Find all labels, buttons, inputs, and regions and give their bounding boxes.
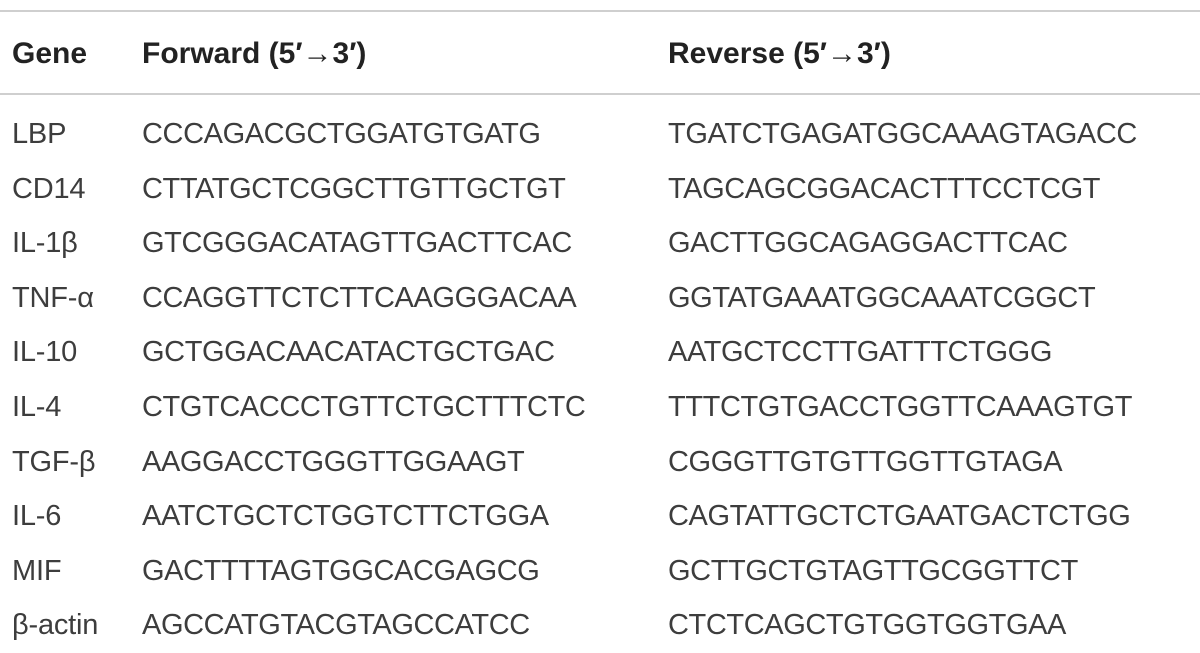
forward-primer-cell: AAGGACCTGGGTTGGAAGT <box>142 445 525 478</box>
forward-primer-cell: GACTTTTAGTGGCACGAGCG <box>142 554 540 587</box>
gene-cell: IL-1β <box>12 227 78 260</box>
table-row: CD14 CTTATGCTCGGCTTGTTGCTGT TAGCAGCGGACA… <box>0 162 1200 217</box>
forward-primer-cell: CCAGGTTCTCTTCAAGGGACAA <box>142 281 577 314</box>
forward-primer-cell: GCTGGACAACATACTGCTGAC <box>142 336 555 369</box>
table-top-rule <box>0 10 1200 12</box>
gene-cell: IL-4 <box>12 390 62 423</box>
gene-cell: IL-10 <box>12 336 78 369</box>
table-header-rule <box>0 93 1200 95</box>
reverse-primer-cell: GACTTGGCAGAGGACTTCAC <box>668 227 1068 260</box>
reverse-primer-cell: AATGCTCCTTGATTTCTGGG <box>668 336 1052 369</box>
table-row: β-actin AGCCATGTACGTAGCCATCC CTCTCAGCTGT… <box>0 598 1200 653</box>
table-row: TNF-α CCAGGTTCTCTTCAAGGGACAA GGTATGAAATG… <box>0 271 1200 326</box>
reverse-primer-cell: GGTATGAAATGGCAAATCGGCT <box>668 281 1096 314</box>
reverse-primer-cell: TTTCTGTGACCTGGTTCAAAGTGT <box>668 390 1133 423</box>
forward-primer-cell: GTCGGGACATAGTTGACTTCAC <box>142 227 572 260</box>
reverse-primer-cell: CGGGTTGTGTTGGTTGTAGA <box>668 445 1063 478</box>
reverse-primer-cell: CTCTCAGCTGTGGTGGTGAA <box>668 609 1066 642</box>
table-row: TGF-β AAGGACCTGGGTTGGAAGT CGGGTTGTGTTGGT… <box>0 435 1200 490</box>
header-forward: Forward (5′→3′) <box>142 37 367 70</box>
reverse-primer-cell: GCTTGCTGTAGTTGCGGTTCT <box>668 554 1078 587</box>
forward-primer-cell: AATCTGCTCTGGTCTTCTGGA <box>142 500 549 533</box>
table-row: MIF GACTTTTAGTGGCACGAGCG GCTTGCTGTAGTTGC… <box>0 544 1200 599</box>
table-row: IL-1β GTCGGGACATAGTTGACTTCAC GACTTGGCAGA… <box>0 216 1200 271</box>
gene-cell: TGF-β <box>12 445 96 478</box>
reverse-primer-cell: TGATCTGAGATGGCAAAGTAGACC <box>668 118 1137 150</box>
table-row: LBP CCCAGACGCTGGATGTGATG TGATCTGAGATGGCA… <box>0 107 1200 162</box>
gene-cell: TNF-α <box>12 281 94 314</box>
table-row: IL-6 AATCTGCTCTGGTCTTCTGGA CAGTATTGCTCTG… <box>0 489 1200 544</box>
gene-cell: MIF <box>12 554 62 587</box>
reverse-primer-cell: TAGCAGCGGACACTTTCCTCGT <box>668 172 1101 205</box>
header-gene: Gene <box>12 37 88 70</box>
gene-cell: CD14 <box>12 172 86 205</box>
forward-primer-cell: CCCAGACGCTGGATGTGATG <box>142 118 541 150</box>
gene-cell: IL-6 <box>12 500 62 533</box>
gene-cell: β-actin <box>12 609 99 642</box>
table-header-row: Gene Forward (5′→3′) Reverse (5′→3′) <box>0 26 1200 82</box>
table-row: IL-10 GCTGGACAACATACTGCTGAC AATGCTCCTTGA… <box>0 325 1200 380</box>
forward-primer-cell: AGCCATGTACGTAGCCATCC <box>142 609 530 642</box>
table-body: LBP CCCAGACGCTGGATGTGATG TGATCTGAGATGGCA… <box>0 107 1200 653</box>
table-row: IL-4 CTGTCACCCTGTTCTGCTTTCTC TTTCTGTGACC… <box>0 380 1200 435</box>
reverse-primer-cell: CAGTATTGCTCTGAATGACTCTGG <box>668 500 1131 533</box>
forward-primer-cell: CTTATGCTCGGCTTGTTGCTGT <box>142 172 566 205</box>
gene-cell: LBP <box>12 118 67 150</box>
forward-primer-cell: CTGTCACCCTGTTCTGCTTTCTC <box>142 390 586 423</box>
header-reverse: Reverse (5′→3′) <box>668 37 891 70</box>
